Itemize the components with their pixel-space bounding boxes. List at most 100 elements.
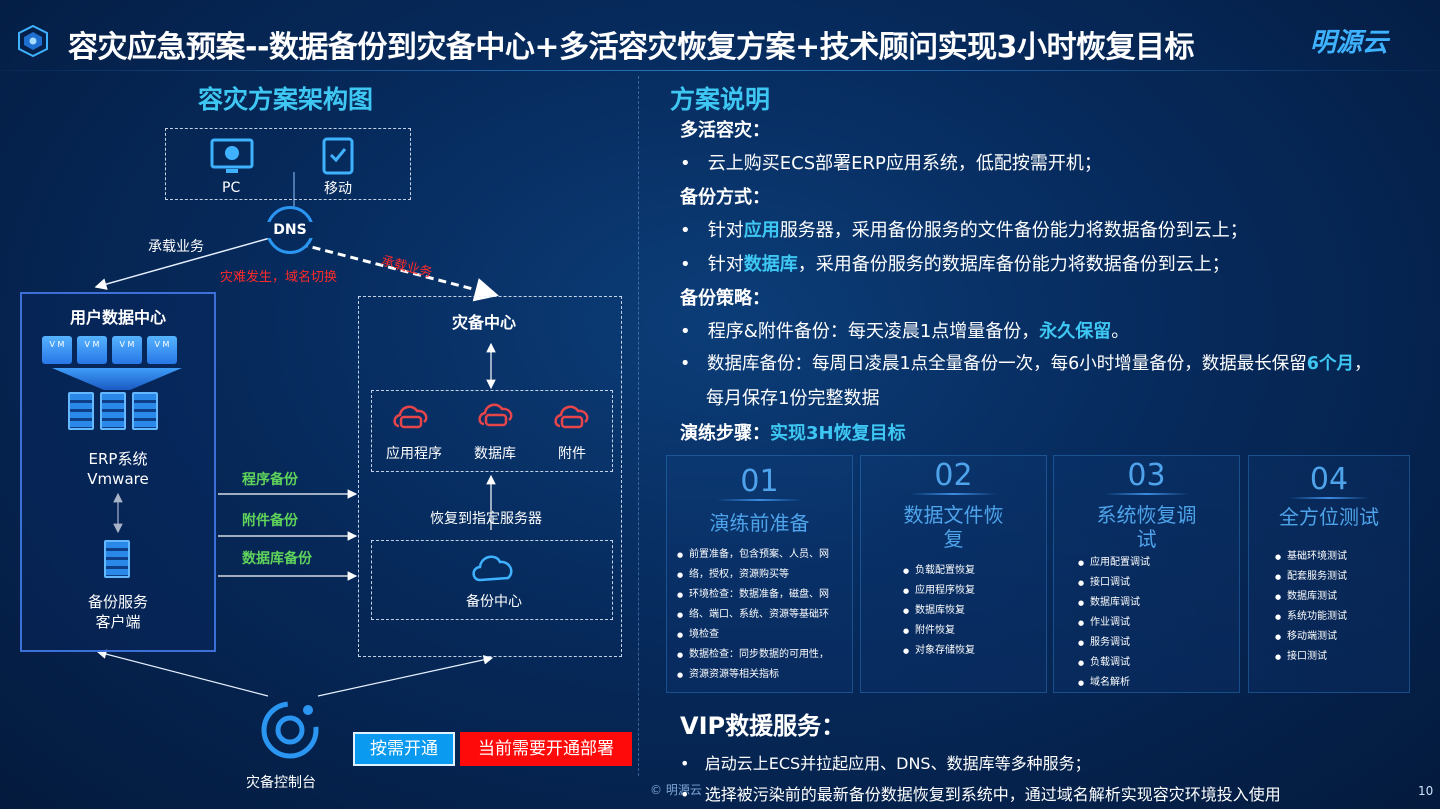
step-item: 前置准备，包含预案、人员、网 — [677, 545, 852, 565]
backup-cloud-icon — [472, 555, 513, 582]
step-underline — [1104, 493, 1189, 495]
backup-client-label: 备份服务 客户端 — [22, 592, 214, 632]
step-items: 前置准备，包含预案、人员、网 络，授权，资源购买等 环境检查：数据准备，磁盘、网… — [677, 545, 852, 685]
vip-item-1-text: 启动云上ECS并拉起应用、DNS、数据库等多种服务； — [704, 754, 1091, 773]
step-item-text: 资源资源等相关指标 — [689, 669, 779, 680]
vm-icon: V M — [147, 336, 177, 364]
dr-apps-box — [371, 390, 613, 472]
architecture-title: 容灾方案架构图 — [198, 85, 374, 114]
step-item: 应用程序恢复 — [903, 581, 1046, 601]
dr-console-icon — [261, 701, 319, 759]
step-underline — [911, 493, 996, 495]
step-card-04: 04 全方位测试 基础环境测试 配套服务测试 数据库测试 系统功能测试 移动端测… — [1248, 455, 1410, 693]
step-card-01: 01 演练前准备 前置准备，包含预案、人员、网 络，授权，资源购买等 环境检查：… — [666, 455, 853, 693]
column-divider — [638, 76, 639, 776]
client-label-line1: 备份服务 — [87, 593, 148, 611]
text-part: 服务器，采用备份服务的文件备份能力将数据备份到云上； — [779, 220, 1248, 241]
highlight-six-months: 6个月 — [1306, 354, 1354, 374]
description-title: 方案说明 — [670, 85, 771, 114]
drill-heading-text: 演练步骤： — [680, 423, 770, 444]
step-item: 接口调试 — [1078, 573, 1239, 593]
backup-policy-item-2-line2: 每月保存1份完整数据 — [706, 388, 880, 409]
vip-item-1: • 启动云上ECS并拉起应用、DNS、数据库等多种服务； — [680, 754, 1091, 773]
flow-attachment-backup: 附件备份 — [242, 513, 298, 529]
step-item: 接口测试 — [1275, 647, 1409, 667]
dr-center-title: 灾备中心 — [452, 313, 517, 332]
step-name-line1: 系统恢复调 — [1096, 503, 1197, 527]
step-item-text: 络、端口、系统、资源等基础环 — [689, 609, 829, 620]
server-icon — [100, 392, 126, 430]
highlight-database: 数据库 — [743, 254, 798, 275]
step-item-cont: 络、端口、系统、资源等基础环 — [677, 605, 852, 625]
database-cloud-server-icon — [478, 403, 513, 427]
step-card-02: 02 数据文件恢 复 负载配置恢复 应用程序恢复 数据库恢复 附件恢复 对象存储… — [860, 455, 1047, 693]
page-title: 容灾应急预案--数据备份到灾备中心+多活容灾恢复方案+技术顾问实现3小时恢复目标 — [68, 30, 1195, 65]
text-part: 数据库备份：每周日凌晨1点全量备份一次，每6小时增量备份，数据最长保留 — [707, 354, 1307, 374]
diagram-connectors — [94, 172, 499, 697]
dns-label: DNS — [265, 222, 315, 238]
erp-system-label: ERP系统 Vmware — [22, 449, 214, 489]
step-name-line2: 复 — [943, 527, 964, 551]
step-item: 负载调试 — [1078, 653, 1239, 673]
step-item-cont: 境检查 — [677, 625, 852, 645]
vip-item-2: • 选择被污染前的最新备份数据恢复到系统中，通过域名解析实现容灾环境投入使用 — [680, 785, 1281, 804]
backup-policy-heading: 备份策略： — [680, 288, 770, 309]
multi-active-heading: 多活容灾： — [680, 120, 770, 141]
text-part: 针对 — [707, 254, 744, 275]
text-part: 程序&附件备份：每天凌晨1点增量备份， — [707, 321, 1040, 342]
multi-active-item: • 云上购买ECS部署ERP应用系统，低配按需开机； — [680, 153, 1102, 174]
dr-app-program-label: 应用程序 — [386, 446, 442, 462]
step-item: 配套服务测试 — [1275, 567, 1409, 587]
step-item: 对象存储恢复 — [903, 641, 1046, 661]
dr-app-database-label: 数据库 — [474, 446, 516, 462]
step-name: 全方位测试 — [1279, 505, 1379, 529]
deploy-now-button[interactable]: 当前需要开通部署 — [460, 732, 632, 766]
multi-active-item-text: 云上购买ECS部署ERP应用系统，低配按需开机； — [707, 153, 1102, 174]
brand-logo: 明源云 — [1310, 28, 1389, 58]
backup-policy-item-1: • 程序&附件备份：每天凌晨1点增量备份，永久保留。 — [680, 321, 1130, 342]
step-item: 负载配置恢复 — [903, 561, 1046, 581]
flow-database-backup: 数据库备份 — [242, 551, 312, 567]
dns-globe-icon: DNS — [265, 206, 315, 254]
backup-policy-item-2: • 数据库备份：每周日凌晨1点全量备份一次，每6小时增量备份，数据最长保留6个月… — [680, 354, 1372, 374]
vm-funnel — [52, 368, 182, 390]
page-number: 10 — [1418, 784, 1434, 798]
step-items: 负载配置恢复 应用程序恢复 数据库恢复 附件恢复 对象存储恢复 — [903, 561, 1046, 661]
header-divider — [0, 70, 1440, 71]
attachment-cloud-server-icon — [554, 405, 589, 429]
backup-client-server-icon — [104, 540, 130, 578]
drill-goal-highlight: 实现3H恢复目标 — [770, 423, 906, 444]
dr-app-attachment-label: 附件 — [558, 446, 586, 462]
user-dc-title: 用户数据中心 — [69, 308, 166, 327]
text-part: ，采用备份服务的数据库备份能力将数据备份到云上； — [797, 254, 1230, 275]
step-item: 基础环境测试 — [1275, 547, 1409, 567]
step-item: 服务调试 — [1078, 633, 1239, 653]
step-item: 附件恢复 — [903, 621, 1046, 641]
erp-label-line2: Vmware — [87, 470, 149, 488]
carry-business-left-label: 承载业务 — [148, 239, 204, 255]
vip-item-2-text: 选择被污染前的最新备份数据恢复到系统中，通过域名解析实现容灾环境投入使用 — [704, 785, 1281, 804]
client-devices-box — [165, 128, 411, 200]
step-items: 基础环境测试 配套服务测试 数据库测试 系统功能测试 移动端测试 接口测试 — [1275, 547, 1409, 667]
backup-method-item-2: • 针对数据库，采用备份服务的数据库备份能力将数据备份到云上； — [680, 254, 1230, 275]
on-demand-button[interactable]: 按需开通 — [353, 732, 455, 766]
restore-to-server-label: 恢复到指定服务器 — [430, 511, 542, 527]
step-name: 演练前准备 — [709, 511, 810, 535]
step-item: 作业调试 — [1078, 613, 1239, 633]
vm-icon: V M — [42, 336, 72, 364]
step-name-line1: 数据文件恢 — [903, 503, 1004, 527]
user-data-center: 用户数据中心 V M V M V M V M ERP系统 Vmware 备份服务… — [20, 292, 216, 652]
step-number: 01 — [740, 464, 779, 499]
text-part: 针对 — [707, 220, 744, 241]
vm-group: V M V M V M V M — [42, 336, 177, 364]
step-item: 移动端测试 — [1275, 627, 1409, 647]
server-group — [68, 392, 158, 430]
text-part: 。 — [1111, 321, 1130, 342]
step-number: 03 — [1127, 458, 1166, 493]
highlight-permanent: 永久保留 — [1039, 321, 1112, 342]
backup-method-heading: 备份方式： — [680, 187, 770, 208]
mobile-label: 移动 — [324, 181, 352, 197]
dr-center-box — [358, 296, 622, 657]
step-item: 应用配置调试 — [1078, 553, 1239, 573]
pc-label: PC — [222, 180, 241, 196]
